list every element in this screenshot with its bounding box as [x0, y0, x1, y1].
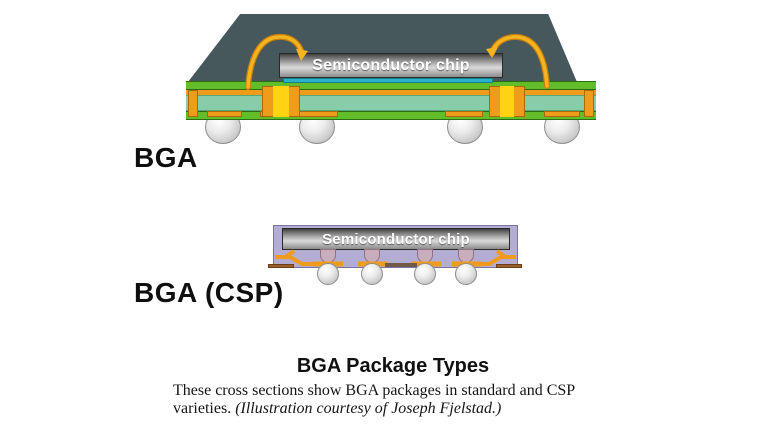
- bga-edge-copper: [584, 90, 594, 117]
- csp-solder-ball: [414, 263, 436, 285]
- caption-credit: (Illustration courtesy of Joseph Fjelsta…: [235, 400, 502, 417]
- csp-solder-ball: [455, 263, 477, 285]
- wire-foot-left: [296, 49, 308, 61]
- bga-via-fill: [273, 86, 289, 117]
- csp-semiconductor-chip: Semiconductor chip: [282, 228, 510, 250]
- bga-semiconductor-chip: Semiconductor chip: [279, 53, 503, 78]
- caption-line1: These cross sections show BGA packages i…: [173, 382, 576, 399]
- bga-die-attach: [283, 78, 493, 83]
- caption-line2: varieties. (Illustration courtesy of Jos…: [173, 399, 633, 418]
- bga-edge-copper: [188, 90, 198, 117]
- bga-via-fill: [500, 86, 514, 117]
- csp-edge-tab: [268, 264, 294, 268]
- bga-copper-layer-top: [186, 90, 596, 95]
- caption-line2-regular: varieties.: [173, 400, 236, 417]
- caption-title: BGA Package Types: [296, 355, 490, 377]
- bga-label: BGA: [134, 142, 198, 173]
- csp-bottom-trace: [385, 263, 417, 267]
- bga-substrate-soldermask-bottom: [186, 111, 596, 120]
- bga-chip-label: Semiconductor chip: [312, 57, 470, 74]
- csp-chip-label: Semiconductor chip: [322, 231, 470, 248]
- csp-edge-tab: [496, 264, 522, 268]
- csp-solder-ball: [317, 263, 339, 285]
- csp-solder-ball: [361, 263, 383, 285]
- bga-ball-pad: [207, 111, 242, 117]
- bond-wires: [245, 33, 550, 90]
- bga-ball-pad: [544, 111, 580, 117]
- bga-ball-pad: [445, 111, 483, 117]
- wire-foot-right: [486, 47, 498, 58]
- csp-label: BGA (CSP): [134, 277, 284, 308]
